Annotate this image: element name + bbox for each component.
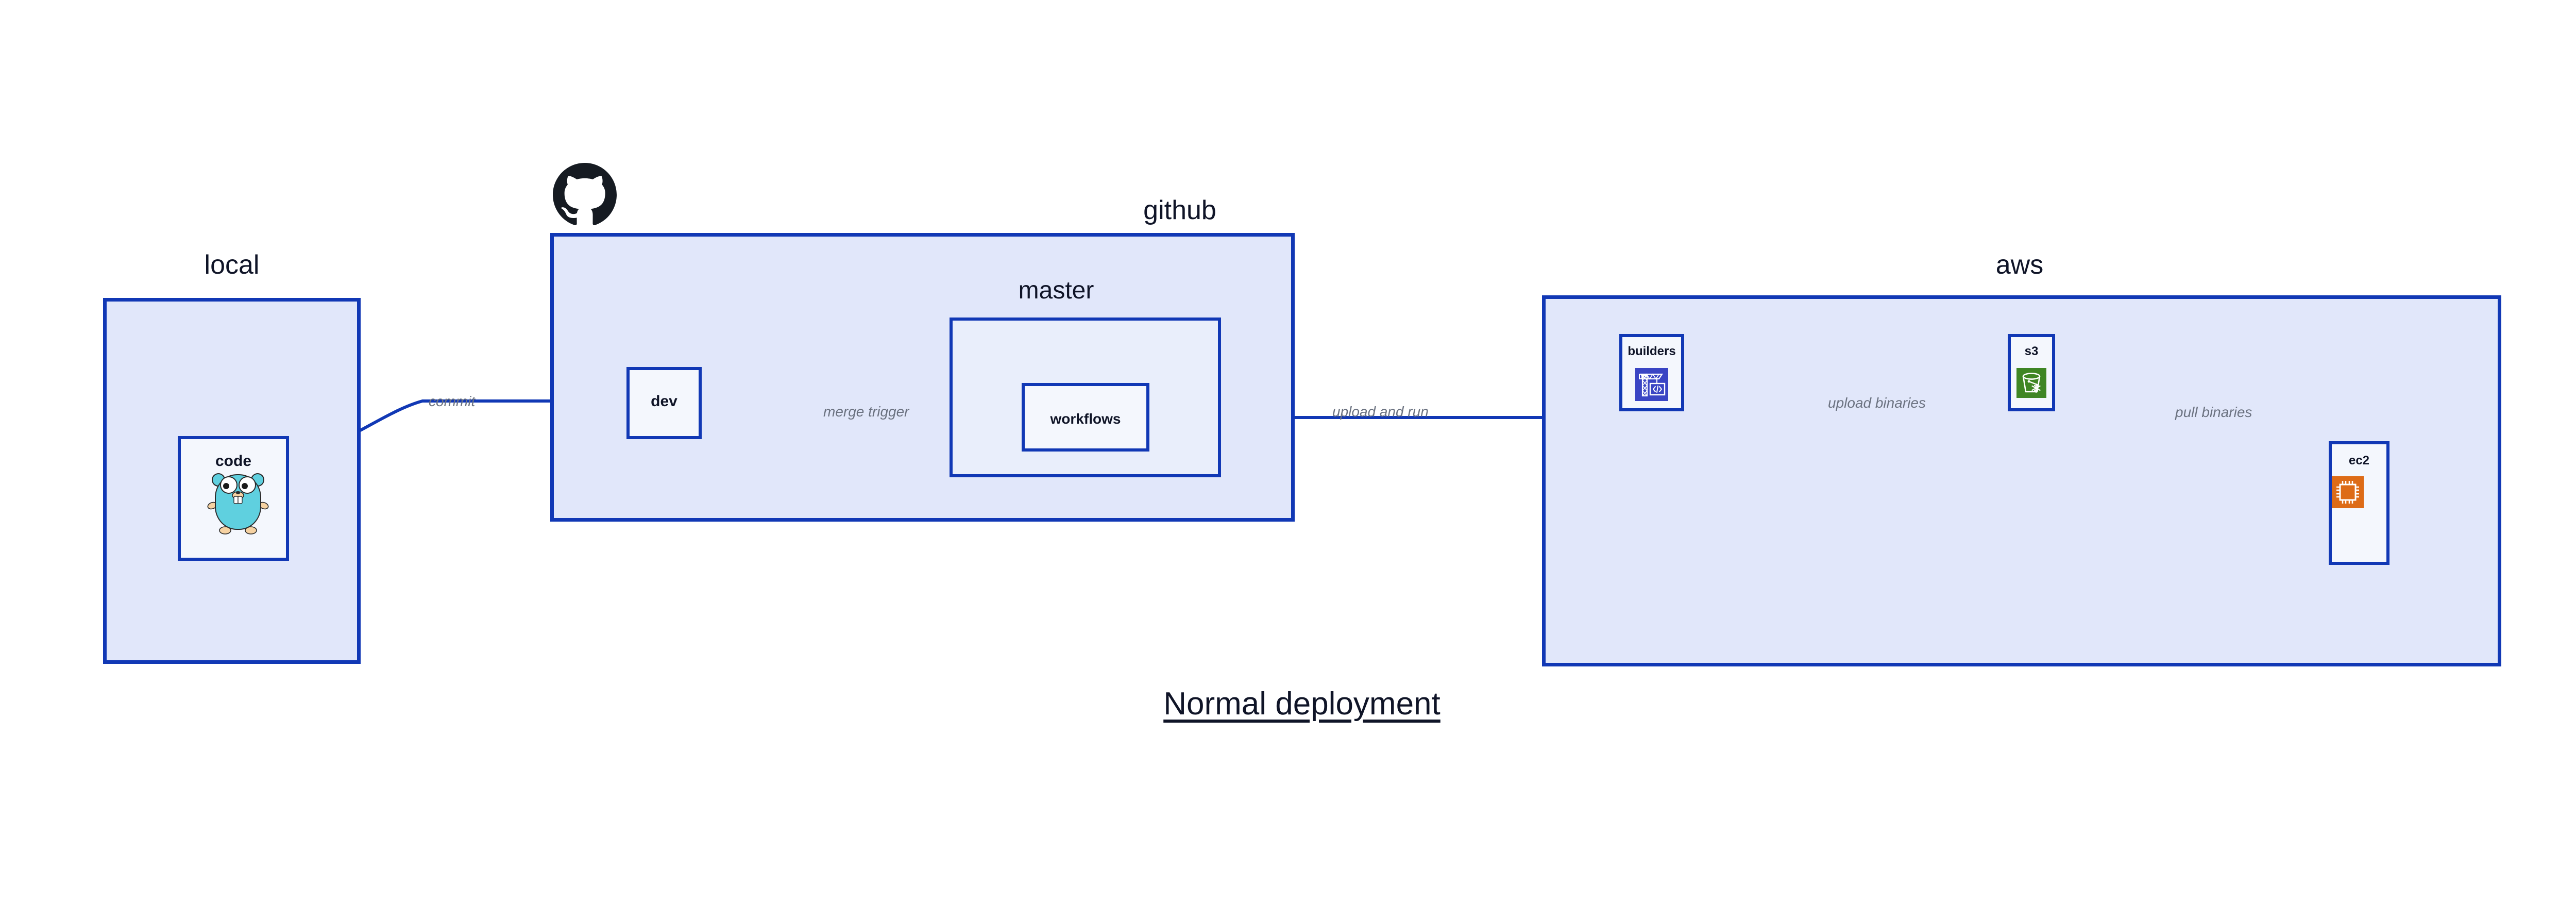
node-workflows[interactable]: workflows (1022, 383, 1149, 452)
edge-label-commit: commit (429, 393, 476, 409)
go-gopher-icon (207, 473, 269, 534)
group-title-github: github (1143, 195, 1216, 225)
diagram-caption: Normal deployment (1163, 686, 1440, 722)
edge-label-upload-and-run: upload and run (1332, 404, 1429, 420)
group-title-aws: aws (1995, 250, 2044, 280)
group-title-local: local (204, 250, 260, 280)
node-label-builders: builders (1628, 344, 1676, 358)
node-label-s3: s3 (2024, 344, 2039, 358)
node-label-ec2: ec2 (2348, 454, 2370, 467)
node-label-workflows: workflows (1050, 411, 1121, 427)
s3-bucket-icon (2016, 368, 2046, 398)
crane-code-icon (1635, 368, 1668, 401)
group-title-master: master (1018, 277, 1094, 304)
edge-label-merge-trigger: merge trigger (823, 404, 909, 420)
node-label-code: code (215, 453, 252, 470)
github-octocat-icon (553, 163, 617, 225)
edge-label-upload-binaries: upload binaries (1828, 395, 1926, 411)
cpu-chip-icon (2332, 476, 2364, 508)
node-dev[interactable]: dev (626, 367, 702, 439)
node-label-dev: dev (651, 393, 677, 410)
edge-label-pull-binaries: pull binaries (2175, 404, 2252, 420)
node-code[interactable]: code (178, 436, 289, 561)
